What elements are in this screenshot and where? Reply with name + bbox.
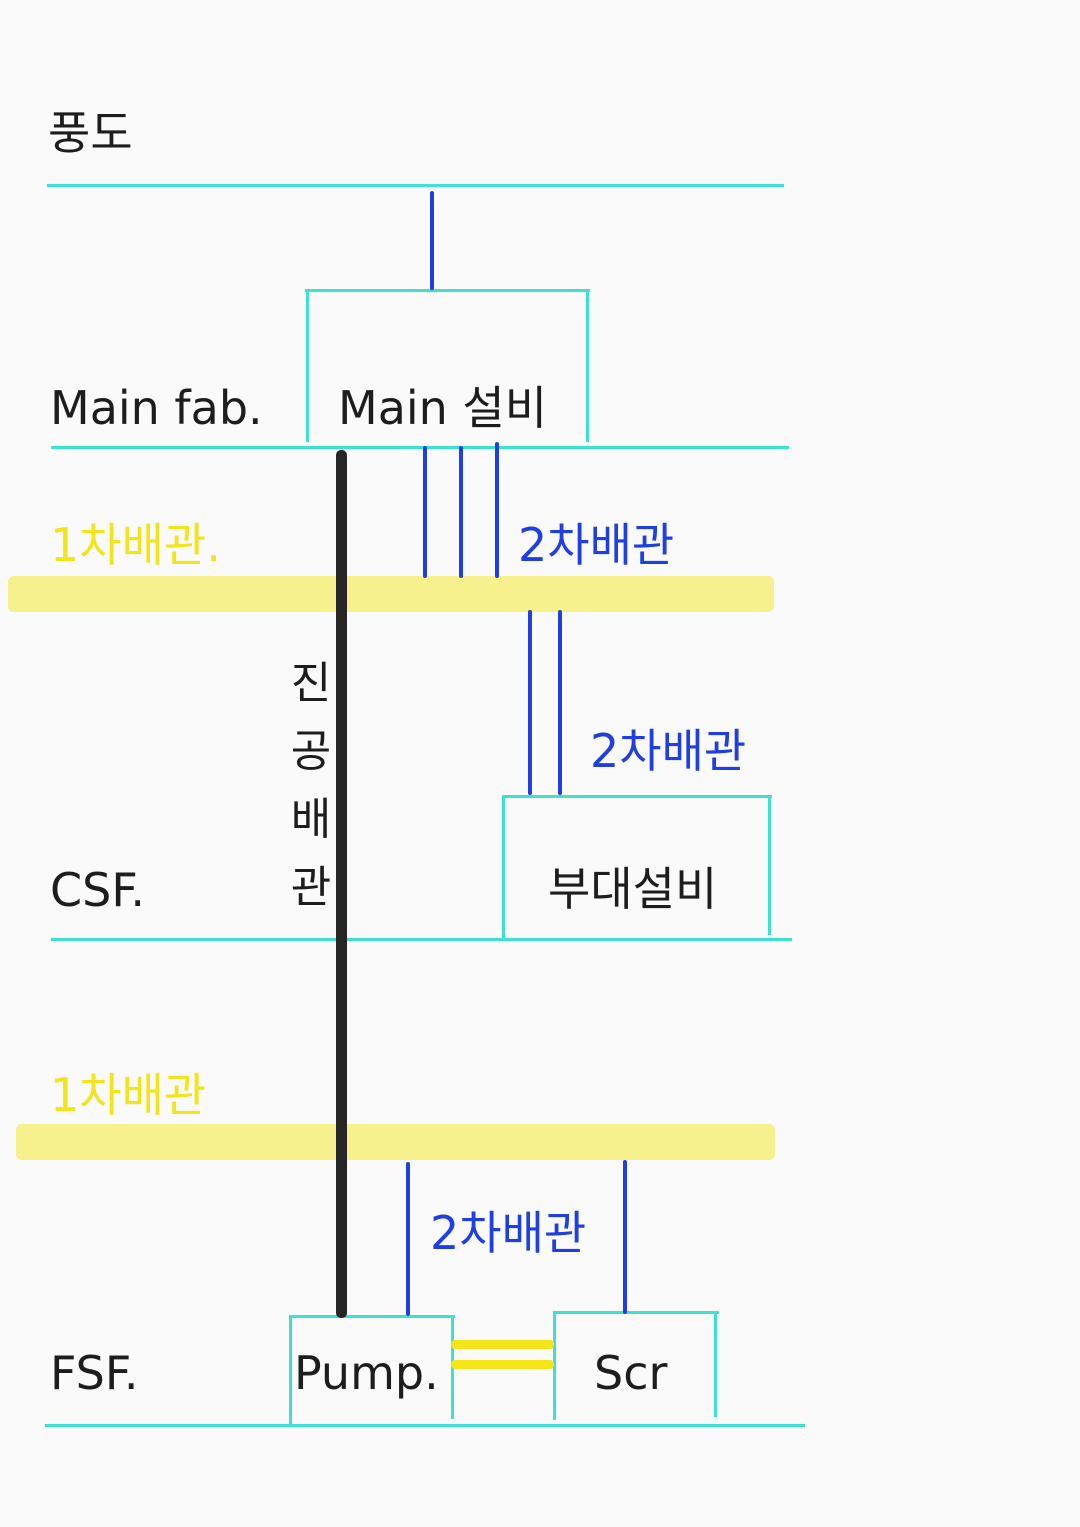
fsf-floor-line: [45, 1424, 805, 1427]
pump-secondary-pipe: [406, 1162, 410, 1316]
duct-floor-line: [47, 184, 784, 187]
vacuum-pipe-char-2: 공: [290, 726, 332, 777]
duct-to-main-pipe: [430, 191, 434, 290]
aux-equipment-top: [502, 795, 772, 798]
main-equipment-left: [306, 289, 309, 442]
vacuum-pipe-char-1: 진: [290, 658, 332, 709]
aux-secondary-pipe-2: [558, 610, 562, 795]
scrubber-secondary-pipe: [623, 1160, 627, 1314]
secondary-pipe-label-pump: 2차배관: [430, 1206, 587, 1260]
main-secondary-pipe-1: [423, 446, 427, 578]
vacuum-pipe-label: 진 공 배 관: [286, 650, 336, 922]
main-fab-label: Main fab.: [50, 381, 263, 435]
aux-equipment-left: [502, 795, 505, 940]
aux-equipment-right: [768, 795, 771, 935]
fsf-label: FSF.: [50, 1346, 139, 1400]
vacuum-pipe-char-4: 관: [290, 862, 332, 913]
main-secondary-pipe-3: [495, 442, 499, 578]
scrubber-box-left: [553, 1311, 556, 1420]
main-equipment-right: [586, 289, 589, 442]
main-equipment-label: Main 설비: [338, 381, 548, 435]
csf-label: CSF.: [50, 863, 146, 917]
duct-label: 풍도: [48, 106, 133, 160]
primary-pipe-label-upper: 1차배관.: [50, 518, 221, 572]
main-fab-floor-line: [51, 446, 789, 449]
scrubber-box-top: [553, 1311, 719, 1314]
pump-scrubber-link-top: [451, 1340, 554, 1349]
scrubber-label: Scr: [594, 1346, 668, 1400]
main-secondary-pipe-2: [459, 446, 463, 578]
vacuum-pipe-char-3: 배: [290, 794, 332, 845]
secondary-pipe-label-aux: 2차배관: [590, 724, 747, 778]
secondary-pipe-label-main: 2차배관: [518, 518, 675, 572]
primary-pipe-band-upper: [8, 576, 774, 612]
primary-pipe-band-lower: [16, 1124, 775, 1160]
primary-pipe-label-lower: 1차배관: [50, 1068, 207, 1122]
aux-secondary-pipe-1: [528, 610, 532, 795]
main-equipment-top: [305, 289, 590, 292]
aux-equipment-label: 부대설비: [548, 862, 718, 916]
pump-label: Pump.: [294, 1346, 439, 1400]
vacuum-pipe: [336, 450, 347, 1318]
pump-box-top: [289, 1315, 455, 1318]
scrubber-box-right: [714, 1311, 717, 1417]
csf-floor-line: [51, 938, 792, 941]
pump-scrubber-link-bottom: [451, 1360, 554, 1369]
pump-box-left: [289, 1315, 292, 1427]
